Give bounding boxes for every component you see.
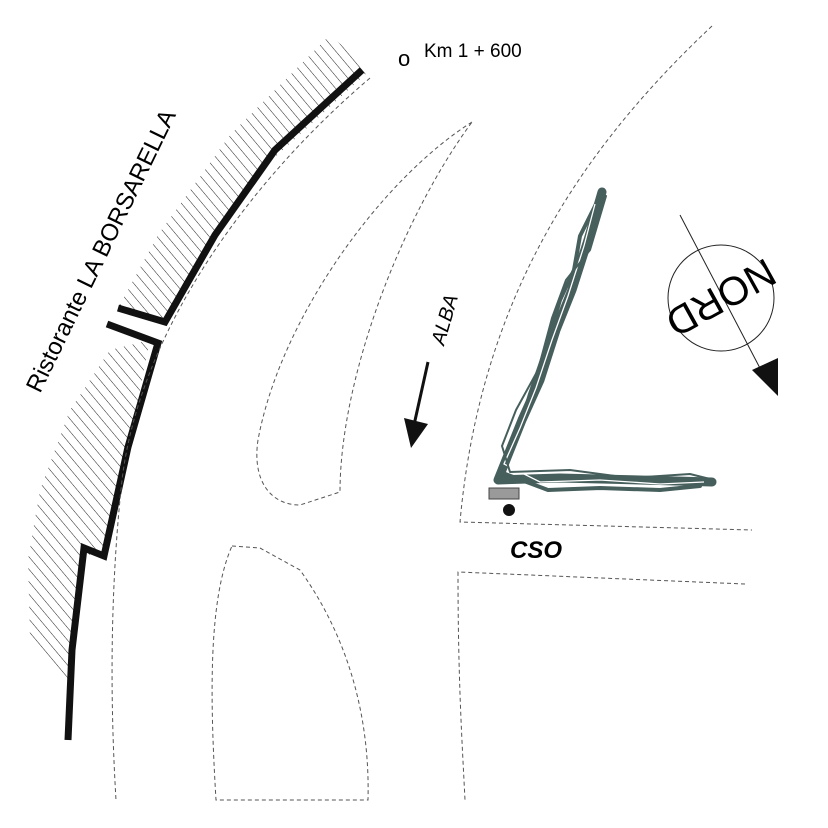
measurement-track: [493, 187, 717, 492]
road-edge-right-curve: [459, 25, 753, 531]
direction-arrow-icon: [404, 418, 428, 448]
north-arrow-icon: [752, 358, 778, 396]
north-compass: NORD: [658, 214, 783, 396]
direction-label-alba: ALBA: [427, 292, 463, 348]
road-edge-side: [457, 571, 746, 801]
compass-label: NORD: [658, 249, 782, 345]
island-upper: [256, 121, 473, 506]
km-marker-symbol: o: [398, 46, 410, 71]
station-box: [488, 487, 520, 500]
station-point: [503, 504, 515, 516]
restaurant-wall-lower: [64, 320, 163, 741]
island-lower: [211, 545, 369, 801]
direction-arrow-shaft: [412, 361, 430, 426]
restaurant-building-area: [28, 35, 370, 690]
km-marker-label: Km 1 + 600: [424, 41, 522, 62]
restaurant-wall: [117, 67, 365, 327]
station-label: CSO: [510, 537, 562, 564]
